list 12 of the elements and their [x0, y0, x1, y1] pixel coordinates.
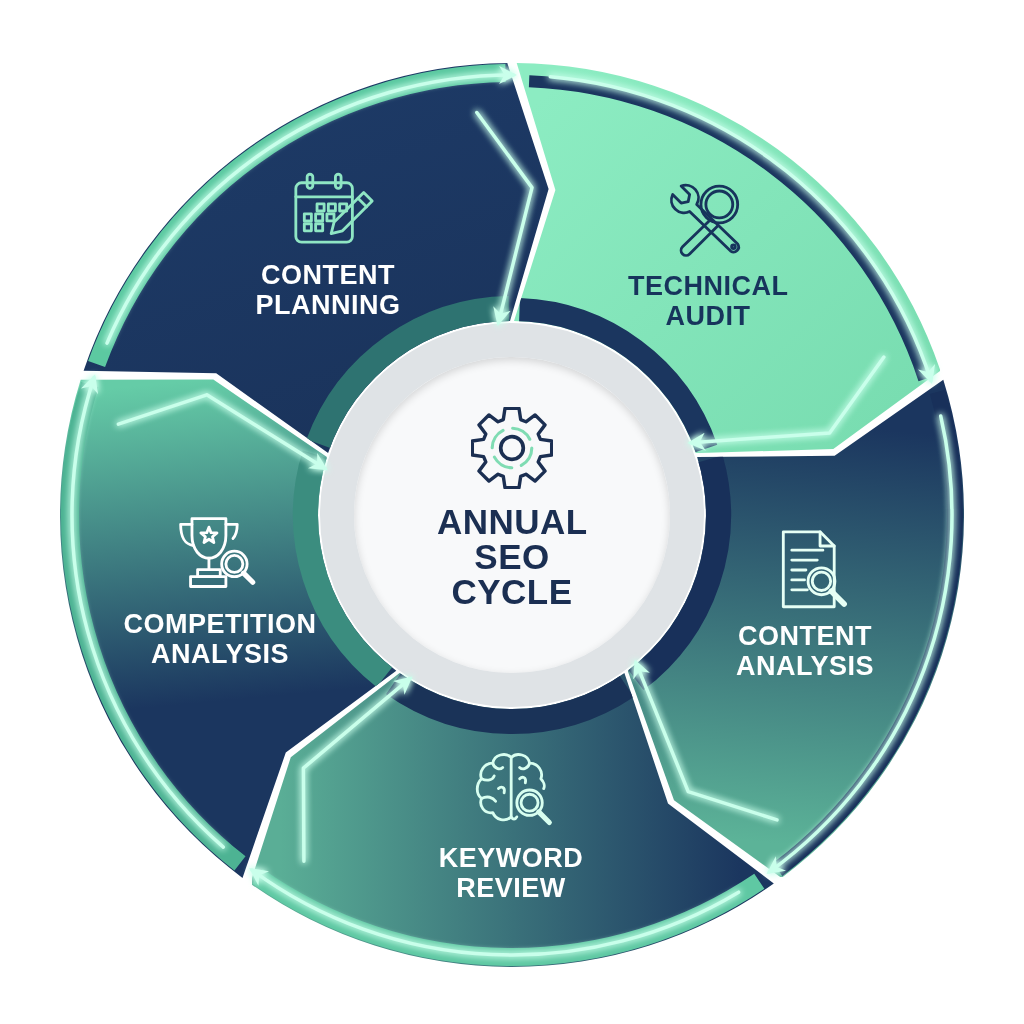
arrow: [687, 355, 886, 451]
arrow: [70, 374, 226, 849]
arrow: [301, 676, 413, 864]
step-label: CONTENT PLANNING: [255, 261, 401, 321]
step-label: TECHNICAL AUDIT: [628, 272, 788, 332]
arrow: [633, 659, 779, 822]
arrow: [116, 393, 328, 471]
center-title: ANNUAL SEO CYCLE: [436, 503, 588, 609]
arrow: [475, 110, 534, 326]
step-label: CONTENT ANALYSIS: [736, 622, 874, 682]
step-label: COMPETITION ANALYSIS: [123, 610, 317, 670]
step-label: KEYWORD REVIEW: [438, 844, 584, 904]
